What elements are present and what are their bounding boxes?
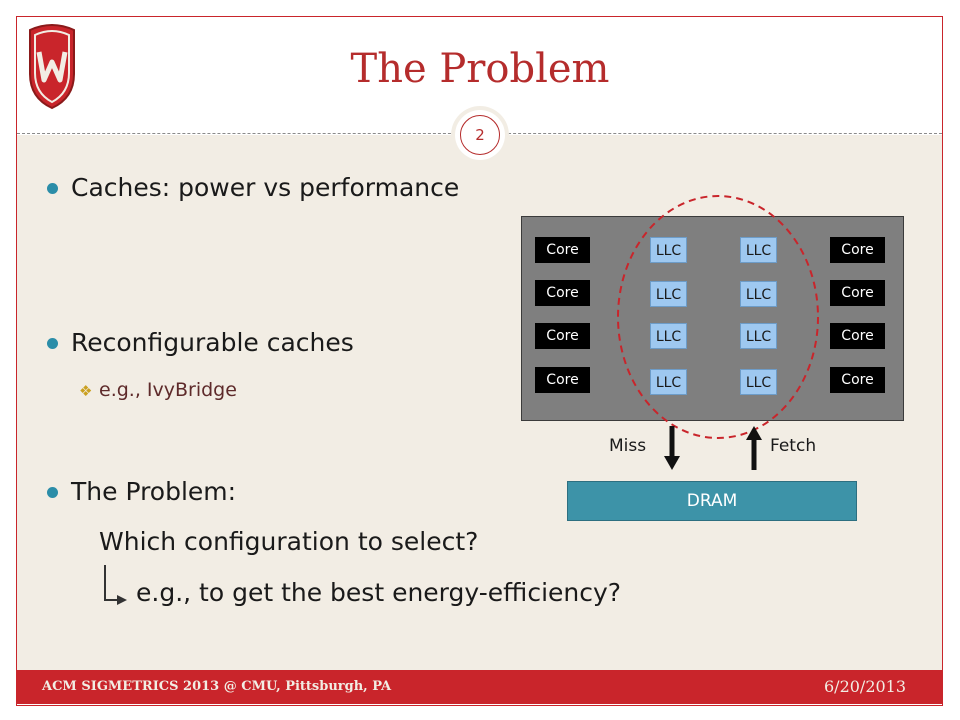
slide-number-badge: 2 — [455, 110, 505, 160]
diamond-bullet-icon: ❖ — [79, 382, 93, 400]
bullet-dot-icon — [47, 183, 58, 194]
llc-block: LLC — [740, 237, 777, 263]
footer-conference: ACM SIGMETRICS 2013 @ CMU, Pittsburgh, P… — [42, 679, 392, 694]
bullet-text: Caches: power vs performance — [71, 173, 460, 202]
sub-bullet-item: ❖ e.g., IvyBridge — [79, 379, 237, 401]
sub-bullet-text: e.g., IvyBridge — [99, 379, 237, 401]
llc-block: LLC — [650, 323, 687, 349]
core-block: Core — [535, 323, 590, 349]
footer-bar — [17, 670, 942, 704]
slide-title: The Problem — [350, 46, 610, 92]
llc-block: LLC — [650, 237, 687, 263]
university-crest-logo — [29, 24, 75, 110]
core-block: Core — [535, 367, 590, 393]
fetch-label: Fetch — [770, 436, 817, 456]
bullet-dot-icon — [47, 487, 58, 498]
miss-label: Miss — [609, 436, 647, 456]
core-block: Core — [830, 323, 885, 349]
bullet-item: Reconfigurable caches — [47, 328, 354, 357]
llc-block: LLC — [740, 281, 777, 307]
core-block: Core — [830, 280, 885, 306]
body-line: e.g., to get the best energy-efficiency? — [136, 578, 622, 607]
core-block: Core — [535, 237, 590, 263]
slide-frame — [16, 16, 943, 706]
bullet-text: The Problem: — [71, 477, 237, 506]
body-line: Which configuration to select? — [99, 527, 479, 556]
bullet-dot-icon — [47, 338, 58, 349]
footer-date: 6/20/2013 — [824, 677, 907, 696]
bullet-item: The Problem: — [47, 477, 237, 506]
bullet-text: Reconfigurable caches — [71, 328, 354, 357]
dram-block: DRAM — [567, 481, 857, 521]
core-block: Core — [830, 237, 885, 263]
llc-block: LLC — [740, 369, 777, 395]
llc-block: LLC — [740, 323, 777, 349]
bullet-item: Caches: power vs performance — [47, 173, 460, 202]
llc-block: LLC — [650, 281, 687, 307]
core-block: Core — [535, 280, 590, 306]
llc-block: LLC — [650, 369, 687, 395]
slide-number: 2 — [460, 115, 500, 155]
core-block: Core — [830, 367, 885, 393]
